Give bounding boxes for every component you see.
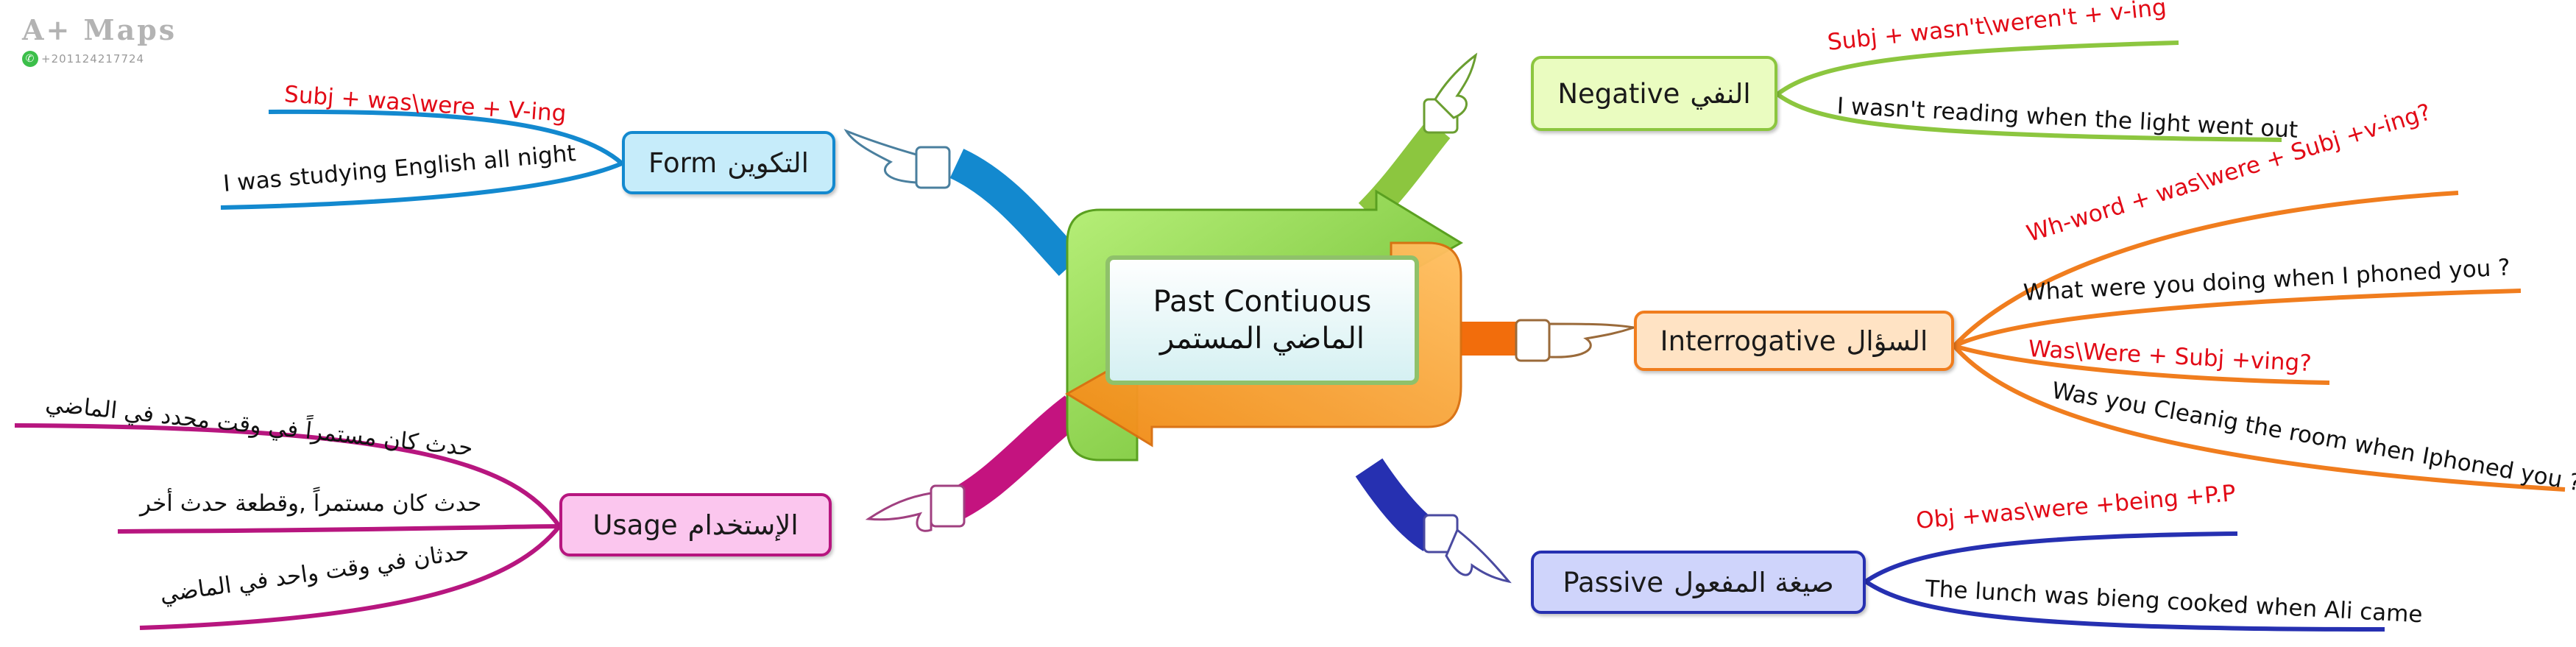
form-trunk xyxy=(949,149,1083,276)
usage-hand-icon xyxy=(865,484,966,532)
negative-link-1 xyxy=(1776,40,2179,96)
negative-node[interactable]: Negative النفي xyxy=(1531,56,1777,131)
interrogative-node-label-ar: السؤال xyxy=(1846,325,1928,357)
passive-node-label-ar: صيغة المفعول xyxy=(1674,566,1834,598)
interrogative-link-1 xyxy=(1952,191,2459,348)
central-title: Past Contiuous xyxy=(1153,285,1372,319)
logo: A+ Maps ✆ +201124217724 xyxy=(22,13,177,67)
usage-link-1 xyxy=(14,423,562,528)
passive-link-2 xyxy=(1864,579,2385,632)
usage-node-label-en: Usage xyxy=(592,509,678,541)
passive-node-label-en: Passive xyxy=(1563,566,1664,598)
interrogative-link-4 xyxy=(1952,344,2566,492)
logo-phone-number: +201124217724 xyxy=(41,52,145,66)
logo-phone-row: ✆ +201124217724 xyxy=(22,51,177,67)
usage-link-2 xyxy=(117,524,560,534)
negative-hand-icon xyxy=(1423,52,1478,134)
whatsapp-icon: ✆ xyxy=(22,51,38,67)
usage-trunk xyxy=(942,395,1085,523)
passive-link-1 xyxy=(1864,531,2238,584)
passive-trunk xyxy=(1355,458,1440,551)
negative-node-label-ar: النفي xyxy=(1690,77,1751,110)
form-node[interactable]: Form التكوين xyxy=(622,131,835,194)
form-link-2 xyxy=(220,161,623,210)
interrogative-link-3 xyxy=(1953,344,2330,385)
interrogative-link-2 xyxy=(1953,289,2522,348)
usage-node-label-ar: الإستخدام xyxy=(687,509,799,541)
interrogative-hand-icon xyxy=(1515,319,1635,362)
negative-link-2 xyxy=(1776,92,2282,142)
passive-hand-icon xyxy=(1423,514,1512,584)
central-arrows-icon xyxy=(1065,189,1463,462)
form-node-label-en: Form xyxy=(648,146,718,179)
usage-node[interactable]: Usage الإستخدام xyxy=(559,493,832,556)
form-node-label-ar: التكوين xyxy=(727,146,809,179)
central-topic: Past Contiuous الماضي المستمر xyxy=(1104,261,1420,379)
usage-link-3 xyxy=(139,525,562,630)
logo-title: A+ Maps xyxy=(22,13,177,46)
interrogative-node[interactable]: Interrogative السؤال xyxy=(1634,311,1954,371)
form-hand-icon xyxy=(843,128,951,189)
central-subtitle: الماضي المستمر xyxy=(1159,322,1365,356)
passive-node[interactable]: Passive صيغة المفعول xyxy=(1531,551,1866,614)
usage-detail-2: حدث كان مستمراً ,وقطعة حدث أخر xyxy=(140,490,482,517)
negative-node-label-en: Negative xyxy=(1557,77,1680,110)
form-link-1 xyxy=(268,109,623,166)
interrogative-node-label-en: Interrogative xyxy=(1660,325,1836,357)
